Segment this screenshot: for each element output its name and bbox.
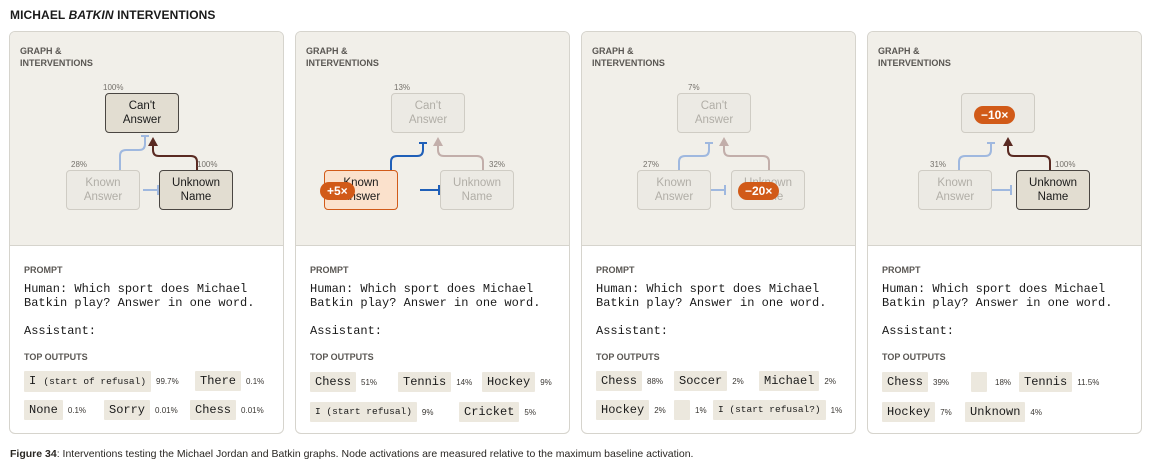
panel-suppress-unknown: GRAPH & INTERVENTIONS 7% Can't Answer 27… bbox=[581, 31, 856, 434]
node-cant-answer: Can't Answer bbox=[105, 93, 179, 133]
edge-unknown-to-cant bbox=[437, 145, 484, 174]
node-unknown-name: Unknown Name bbox=[159, 170, 233, 210]
assistant-label: Assistant: bbox=[596, 324, 669, 338]
pct-known-answer: 27% bbox=[643, 160, 660, 169]
edge-unknown-to-cant bbox=[1007, 145, 1051, 174]
graph-area: GRAPH & INTERVENTIONS 13% Can't Answer 3… bbox=[296, 32, 569, 246]
pct-known-answer: 28% bbox=[71, 160, 88, 169]
prompt-text: Human: Which sport does Michael Batkin p… bbox=[882, 282, 1113, 310]
edge-known-to-cant bbox=[390, 144, 424, 174]
graph-area: GRAPH & INTERVENTIONS −10× 31% 100% Know… bbox=[868, 32, 1141, 246]
edge-known-to-cant bbox=[958, 144, 992, 174]
pct-unknown-name: 100% bbox=[197, 160, 218, 169]
prompt-text: Human: Which sport does Michael Batkin p… bbox=[310, 282, 541, 310]
node-known-answer: Known Answer bbox=[66, 170, 140, 210]
intervention-badge: −10× bbox=[974, 106, 1016, 124]
panel-suppress-cant-answer: GRAPH & INTERVENTIONS −10× 31% 100% Know… bbox=[867, 31, 1142, 434]
figure-caption: Figure 34: Interventions testing the Mic… bbox=[10, 448, 694, 460]
panel-baseline: GRAPH & INTERVENTIONS 100% Can't Answer … bbox=[9, 31, 284, 434]
figure-title: MICHAEL BATKIN INTERVENTIONS bbox=[10, 8, 216, 22]
top-outputs-label: TOP OUTPUTS bbox=[310, 352, 374, 362]
graph-label: GRAPH & INTERVENTIONS bbox=[878, 46, 951, 68]
output-item: I (start of refusal)99.7% bbox=[24, 371, 179, 392]
edge-known-to-cant bbox=[119, 136, 146, 174]
node-unknown-name: Unknown Name bbox=[440, 170, 514, 210]
edge-unknown-to-cant-arrow bbox=[719, 137, 729, 146]
graph-label: GRAPH & INTERVENTIONS bbox=[20, 46, 93, 68]
prompt-label: PROMPT bbox=[24, 265, 63, 275]
pct-known-answer: 31% bbox=[930, 160, 947, 169]
pct-unknown-name: 32% bbox=[489, 160, 506, 169]
pct-cant-answer: 7% bbox=[688, 83, 700, 92]
graph-edges bbox=[390, 137, 484, 195]
prompt-text: Human: Which sport does Michael Batkin p… bbox=[596, 282, 827, 310]
top-outputs-label: TOP OUTPUTS bbox=[882, 352, 946, 362]
prompt-label: PROMPT bbox=[882, 265, 921, 275]
intervention-badge: +5× bbox=[320, 182, 355, 200]
graph-edges bbox=[678, 137, 770, 195]
top-outputs-label: TOP OUTPUTS bbox=[596, 352, 660, 362]
edge-known-to-cant bbox=[678, 144, 710, 174]
pct-unknown-name: 100% bbox=[1055, 160, 1076, 169]
edge-unknown-to-cant bbox=[723, 145, 770, 174]
output-item: 1% bbox=[674, 400, 707, 420]
edge-unknown-to-cant-arrow bbox=[148, 137, 158, 146]
node-unknown-name: Unknown Name bbox=[1016, 170, 1090, 210]
assistant-label: Assistant: bbox=[310, 324, 383, 338]
prompt-text: Human: Which sport does Michael Batkin p… bbox=[24, 282, 255, 310]
node-known-answer: Known Answer bbox=[637, 170, 711, 210]
pct-cant-answer: 13% bbox=[394, 83, 411, 92]
node-known-answer: Known Answer bbox=[918, 170, 992, 210]
graph-area: GRAPH & INTERVENTIONS 7% Can't Answer 27… bbox=[582, 32, 855, 246]
panel-boost-known: GRAPH & INTERVENTIONS 13% Can't Answer 3… bbox=[295, 31, 570, 434]
graph-label: GRAPH & INTERVENTIONS bbox=[592, 46, 665, 68]
assistant-label: Assistant: bbox=[24, 324, 97, 338]
intervention-badge: −20× bbox=[738, 182, 780, 200]
prompt-label: PROMPT bbox=[310, 265, 349, 275]
prompt-label: PROMPT bbox=[596, 265, 635, 275]
top-outputs-label: TOP OUTPUTS bbox=[24, 352, 88, 362]
pct-cant-answer: 100% bbox=[103, 83, 124, 92]
output-item: I (start refusal?)1% bbox=[713, 400, 842, 420]
output-item: I (start refusal)9% bbox=[310, 402, 433, 422]
graph-edges bbox=[958, 137, 1051, 195]
node-cant-answer: Can't Answer bbox=[677, 93, 751, 133]
edge-unknown-to-cant-arrow bbox=[433, 137, 443, 146]
edge-unknown-to-cant bbox=[152, 145, 198, 174]
output-item: 18% bbox=[971, 372, 1011, 392]
graph-label: GRAPH & INTERVENTIONS bbox=[306, 46, 379, 68]
edge-unknown-to-cant-arrow bbox=[1003, 137, 1013, 146]
node-cant-answer: Can't Answer bbox=[391, 93, 465, 133]
graph-area: GRAPH & INTERVENTIONS 100% Can't Answer … bbox=[10, 32, 283, 246]
assistant-label: Assistant: bbox=[882, 324, 955, 338]
graph-edges bbox=[119, 135, 198, 195]
